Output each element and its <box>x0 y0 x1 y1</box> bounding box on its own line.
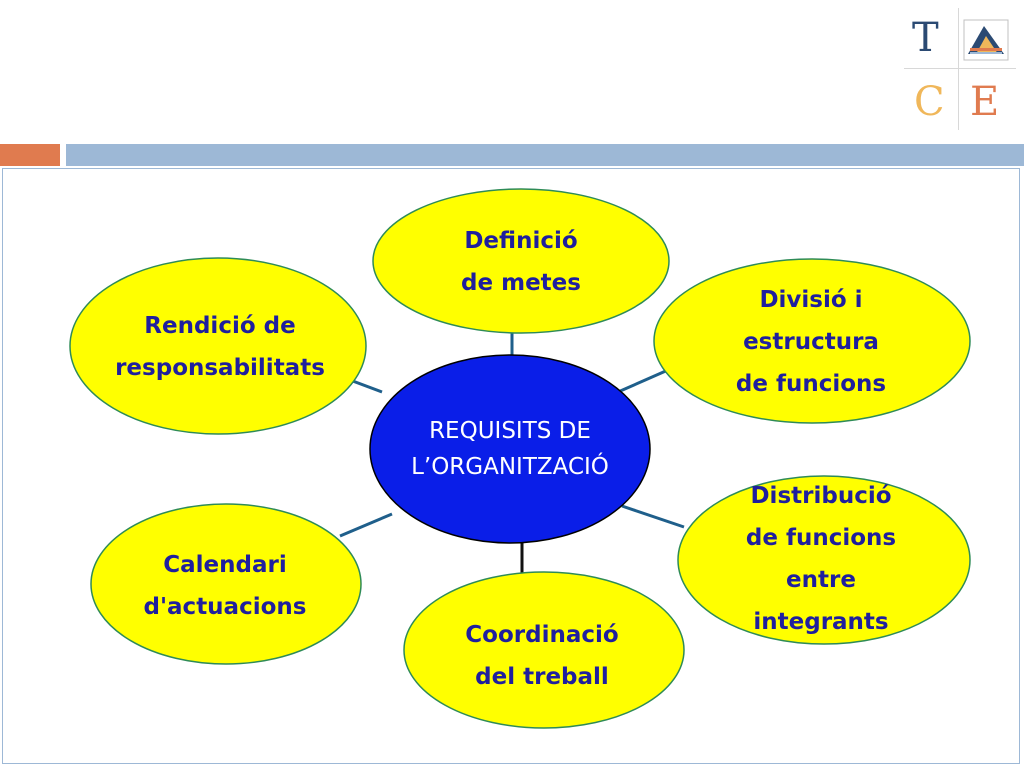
node-ellipse-distribucio-funcions <box>677 475 971 645</box>
logo-divider-horizontal <box>904 68 1016 69</box>
logo-letter-t: T <box>912 15 939 61</box>
node-label-calendari: Calendari d'actuacions <box>143 552 307 620</box>
slide-frame <box>2 168 1020 764</box>
node-label-rendicio: Rendició de responsabilitats <box>115 313 325 381</box>
node-ellipse-coordinacio <box>403 571 685 729</box>
logo-letter-e: E <box>970 79 1000 125</box>
center-node-label: REQUISITS DE L’ORGANITZACIÓ <box>411 418 609 480</box>
node-label-distribucio-funcions: Distribució de funcions entre integrants <box>745 483 897 635</box>
connector-calendari <box>339 512 393 538</box>
node-ellipse-divisio-estructura <box>653 258 971 424</box>
node-label-divisio-estructura: Divisió i estructura de funcions <box>735 287 887 397</box>
connector-lines <box>339 333 685 574</box>
center-node-ellipse <box>369 354 651 544</box>
connector-divisio-estructura <box>617 368 669 394</box>
connector-distribucio-funcions <box>621 504 685 529</box>
logo-letter-c: C <box>914 79 945 125</box>
node-label-coordinacio: Coordinació del treball <box>465 622 619 690</box>
triangle-emblem-icon <box>963 19 1009 61</box>
header-band-orange <box>0 144 60 166</box>
node-ellipse-rendicio <box>69 257 367 435</box>
node-label-definicio-de-metes: Definició de metes <box>461 228 581 296</box>
connector-rendicio <box>349 378 383 394</box>
header-band-blue <box>66 144 1024 166</box>
node-shapes <box>69 188 971 729</box>
node-ellipse-calendari <box>90 503 362 665</box>
tce-logo: T C E <box>898 6 1018 132</box>
node-ellipse-definicio-de-metes <box>372 188 670 334</box>
logo-divider-vertical <box>958 8 959 130</box>
